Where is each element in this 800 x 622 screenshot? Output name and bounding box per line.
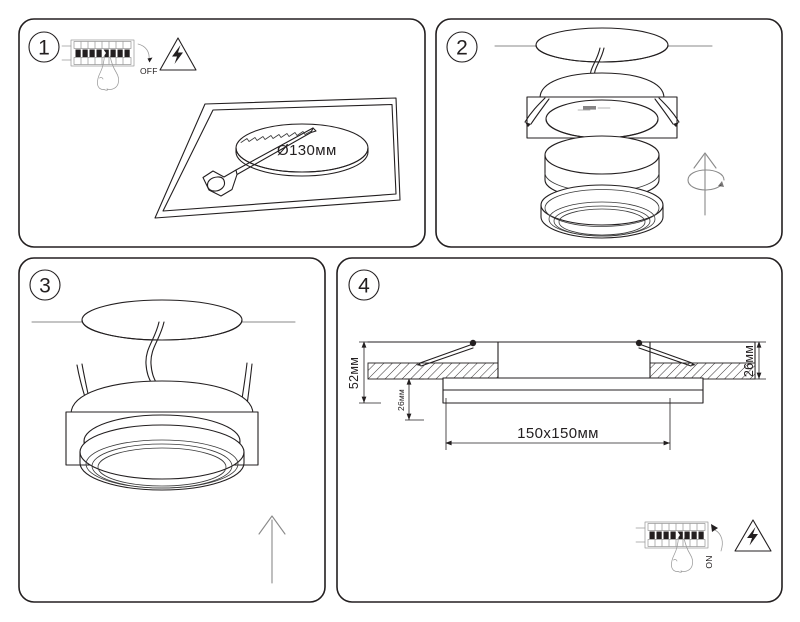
panel-4-number: 4 bbox=[358, 275, 370, 298]
panel-2: 2 bbox=[435, 18, 783, 248]
panel-1: 1 bbox=[18, 18, 426, 248]
panel-3: 3 bbox=[18, 257, 326, 603]
panel-1-number-badge: 1 bbox=[28, 31, 60, 63]
switch-off-indicator: OFF bbox=[137, 43, 158, 76]
ceiling-hole-icon bbox=[31, 299, 296, 341]
dimension-52mm: 52мм bbox=[347, 341, 381, 404]
electrical-hazard-icon bbox=[734, 519, 772, 552]
panel-1-number: 1 bbox=[38, 37, 50, 60]
switch-on-indicator: ON bbox=[704, 524, 723, 569]
assembled-fixture-icon bbox=[65, 380, 259, 491]
hand-pointing-icon bbox=[97, 54, 120, 91]
rotate-up-arrow-icon bbox=[687, 152, 725, 216]
switch-on-label: ON bbox=[704, 555, 714, 568]
dimension-26mm-right-label: 26мм bbox=[742, 345, 756, 377]
panel-3-number-badge: 3 bbox=[29, 269, 61, 301]
up-arrow-icon bbox=[258, 515, 286, 584]
panel-3-number: 3 bbox=[39, 275, 51, 298]
ceiling-hole-icon bbox=[494, 27, 713, 63]
cross-section-icon bbox=[367, 339, 756, 404]
panel-4-number-badge: 4 bbox=[348, 269, 380, 301]
lens-ring-icon bbox=[540, 184, 664, 239]
breaker-panel-icon bbox=[635, 521, 709, 549]
panel-4: 4 bbox=[336, 257, 783, 603]
dimension-150x150: 150х150мм bbox=[445, 398, 671, 450]
dimension-26mm-inner-label: 26мм bbox=[396, 389, 406, 411]
dimension-52mm-label: 52мм bbox=[347, 357, 361, 389]
electrical-hazard-icon bbox=[159, 37, 197, 71]
dimension-26mm-right: 26мм bbox=[742, 341, 766, 380]
switch-off-label: OFF bbox=[140, 66, 158, 76]
panel-2-number-badge: 2 bbox=[446, 31, 478, 63]
panel-2-number: 2 bbox=[456, 37, 468, 60]
breaker-panel-icon bbox=[61, 39, 135, 67]
dimension-150x150-label: 150х150мм bbox=[517, 425, 599, 442]
dimension-26mm-inner: 26мм bbox=[396, 378, 424, 421]
spring-clip-icon bbox=[524, 97, 546, 123]
panel-4-border bbox=[336, 257, 783, 603]
saw-icon bbox=[202, 127, 317, 197]
hole-diameter-label: Ø130мм bbox=[277, 142, 337, 159]
hand-pointing-icon bbox=[671, 536, 694, 573]
